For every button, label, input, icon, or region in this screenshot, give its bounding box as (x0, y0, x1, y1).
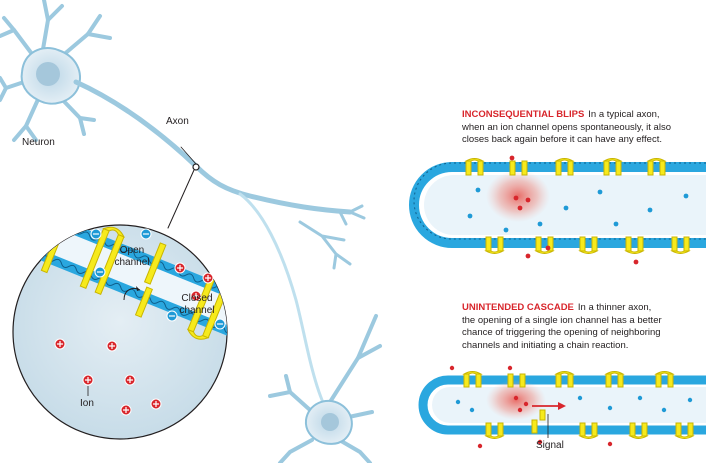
negative-ion-signs (93, 233, 223, 325)
negative-ions (90, 228, 226, 330)
typical-axon-channels (464, 158, 691, 254)
thin-axon-pos-ions (449, 365, 613, 449)
signal-arrow-icon (532, 402, 566, 410)
zoom-inset (12, 224, 228, 440)
second-neuron (268, 314, 382, 463)
ion-label: Ion (80, 398, 94, 409)
typical-axon (409, 155, 706, 265)
axon-label: Axon (166, 116, 189, 127)
caption-heading: INCONSEQUENTIAL BLIPS (462, 109, 585, 120)
neuron-label: Neuron (22, 137, 55, 148)
signal-label: Signal (536, 440, 564, 451)
axon (73, 79, 353, 215)
positive-ion-signs (57, 265, 211, 413)
typical-axon-pos-ions (509, 155, 639, 265)
typical-axon-neg-ions (467, 187, 689, 233)
caption-heading: UNINTENDED CASCADE (462, 302, 574, 313)
closed-channel-label: Closed channel (179, 293, 215, 316)
axon-branch (238, 192, 324, 402)
thin-axon-channels (462, 371, 695, 439)
thin-axon (418, 365, 706, 449)
nucleus (36, 62, 60, 86)
open-channel-label: Open channel (114, 245, 150, 268)
thin-axon-neg-ions (455, 395, 693, 413)
zoom-point (192, 163, 200, 171)
neuron (0, 0, 366, 402)
